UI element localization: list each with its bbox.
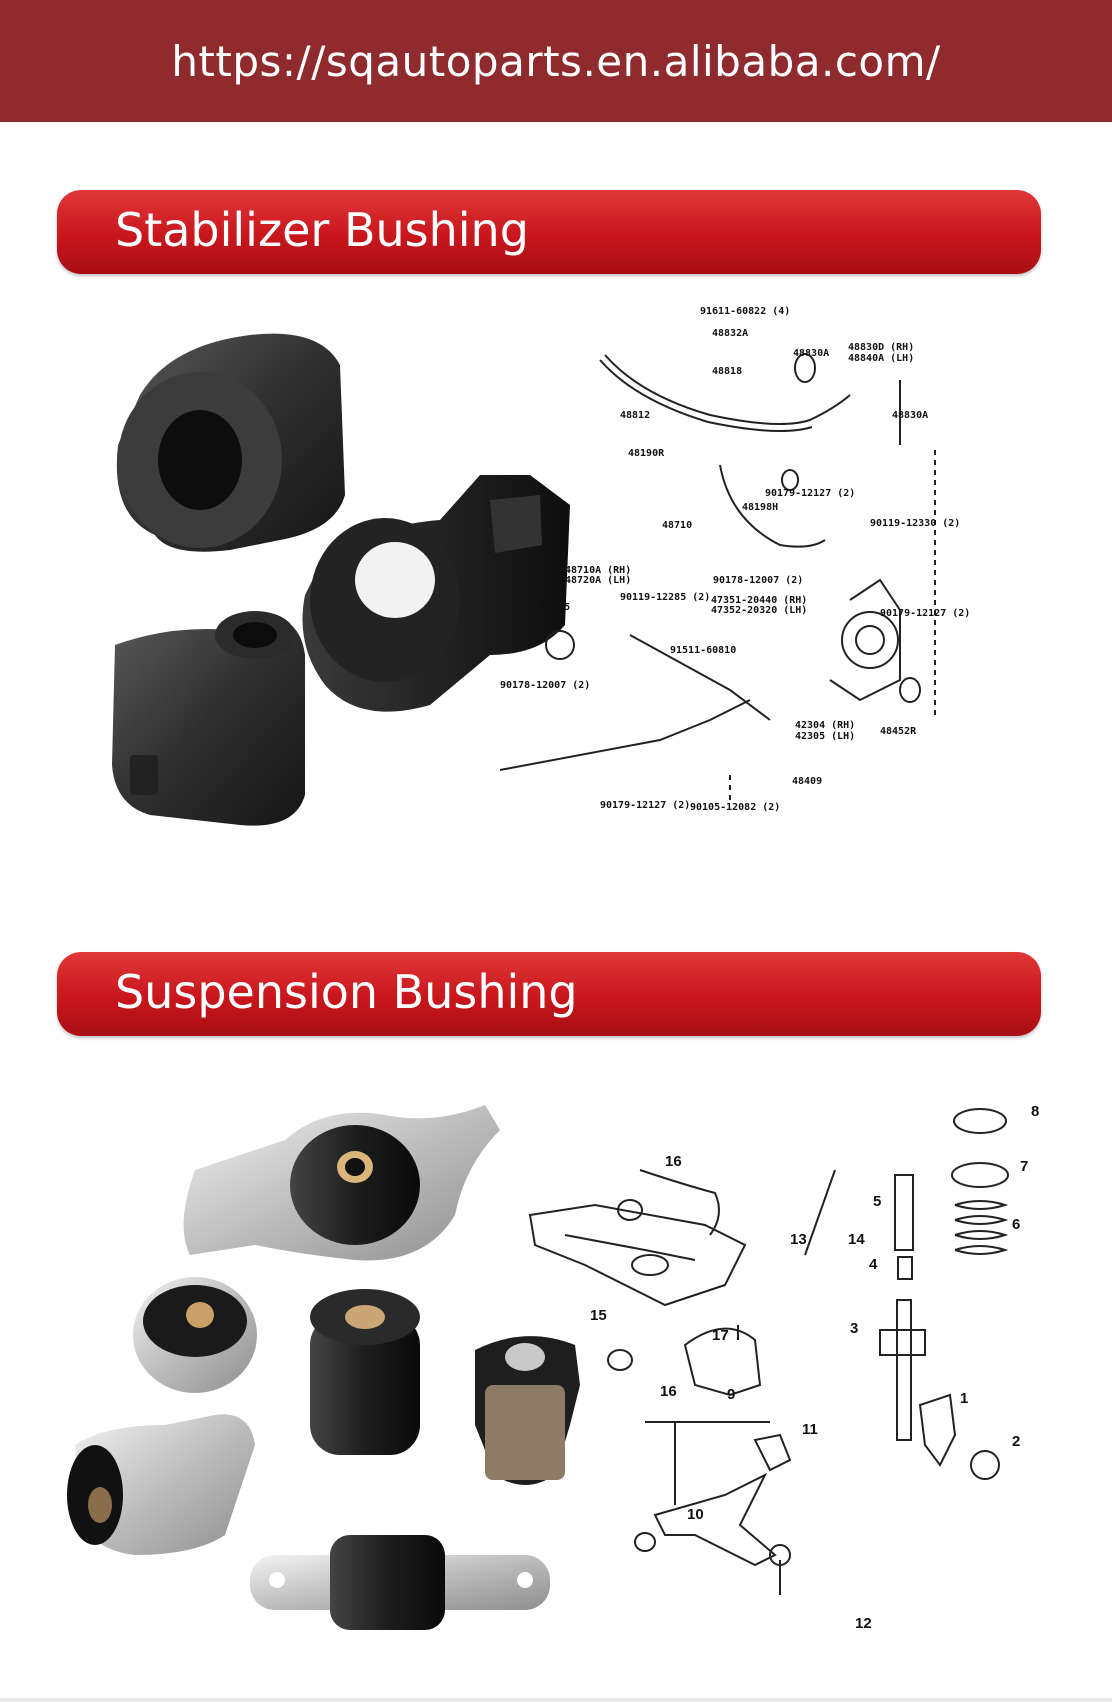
diagram-part-label: 90178-12007 (2) bbox=[500, 680, 590, 691]
diagram-part-label: 5 bbox=[873, 1193, 881, 1210]
diagram-part-label: 48710 bbox=[662, 520, 692, 531]
diagram-part-label: 90105-12082 (2) bbox=[690, 802, 780, 813]
diagram-part-label: 48832A bbox=[712, 328, 748, 339]
diagram-part-label: 48452R bbox=[880, 726, 917, 737]
diagram-part-label: 90119-12330 (2) bbox=[870, 518, 960, 529]
diagram-part-label: 13 bbox=[790, 1231, 807, 1248]
diagram-part-label: 12 bbox=[855, 1615, 872, 1632]
diagram-part-label: 48190R bbox=[628, 448, 665, 459]
diagram-part-label: 16 bbox=[660, 1383, 677, 1400]
stabilizer-parts-diagram: 91611-60822 (4) 48832A 48830A 48830D (RH… bbox=[499, 306, 970, 813]
diagram-part-label: 42304 (RH) bbox=[795, 720, 855, 731]
diagram-part-label: 47352-20320 (LH) bbox=[711, 605, 807, 616]
diagram-part-label: 90179-12127 (2) bbox=[765, 488, 855, 499]
diagram-part-label: 6 bbox=[1012, 1216, 1020, 1233]
diagram-part-label: 48725 bbox=[540, 602, 570, 613]
suspension-bushing-photo bbox=[67, 1105, 580, 1630]
diagram-part-label: 90179-12127 (2) bbox=[600, 800, 690, 811]
diagram-part-label: 16 bbox=[665, 1153, 682, 1170]
diagram-part-label: 48409 bbox=[792, 776, 822, 787]
diagram-part-label: 91611-60822 (4) bbox=[700, 306, 790, 317]
diagram-part-label: 91511-60810 bbox=[670, 645, 736, 656]
diagram-part-label: 42305 (LH) bbox=[795, 731, 855, 742]
diagram-part-label: 4 bbox=[869, 1256, 878, 1273]
diagram-part-label: 48812 bbox=[620, 410, 650, 421]
header-bar: https://sqautoparts.en.alibaba.com/ bbox=[0, 0, 1112, 122]
diagram-part-label: 10 bbox=[687, 1506, 704, 1523]
section-title: Suspension Bushing bbox=[115, 965, 578, 1019]
diagram-part-label: 48830A bbox=[793, 348, 829, 359]
diagram-part-label: 3 bbox=[850, 1320, 858, 1337]
diagram-part-label: 48720A (LH) bbox=[565, 575, 631, 586]
diagram-part-label: 48840A (LH) bbox=[848, 353, 914, 364]
diagram-part-label: 8 bbox=[1031, 1103, 1039, 1120]
diagram-part-label: 90179-12127 (2) bbox=[880, 608, 970, 619]
diagram-part-label: 7 bbox=[1020, 1158, 1028, 1175]
section-title: Stabilizer Bushing bbox=[115, 203, 529, 257]
stabilizer-bushing-photo bbox=[112, 333, 570, 826]
diagram-part-label: 90178-12007 (2) bbox=[713, 575, 803, 586]
section-banner-suspension: Suspension Bushing bbox=[57, 952, 1041, 1036]
diagram-part-label: 48830A bbox=[892, 410, 928, 421]
diagram-part-label: 48818 bbox=[712, 366, 742, 377]
diagram-part-label: 11 bbox=[802, 1421, 818, 1438]
diagram-part-label: 48198H bbox=[742, 502, 778, 513]
diagram-part-label: 47351-20440 (RH) bbox=[711, 595, 807, 606]
diagram-part-label: 9 bbox=[727, 1386, 735, 1403]
diagram-part-label: 17 bbox=[712, 1327, 729, 1344]
suspension-parts-diagram: 8 7 16 5 6 13 14 4 15 3 17 16 9 11 1 2 1… bbox=[528, 1103, 1039, 1632]
diagram-part-label: 2 bbox=[1012, 1433, 1020, 1450]
section-banner-stabilizer: Stabilizer Bushing bbox=[57, 190, 1041, 274]
diagram-part-label: 48830D (RH) bbox=[848, 342, 914, 353]
footer-divider bbox=[0, 1698, 1112, 1702]
diagram-part-label: 14 bbox=[848, 1231, 865, 1248]
diagram-part-label: 48710A (RH) bbox=[565, 565, 631, 576]
store-url[interactable]: https://sqautoparts.en.alibaba.com/ bbox=[171, 36, 941, 86]
diagram-part-label: 15 bbox=[590, 1307, 607, 1324]
diagram-part-label: 90119-12285 (2) bbox=[620, 592, 710, 603]
diagram-part-label: 1 bbox=[960, 1390, 968, 1407]
